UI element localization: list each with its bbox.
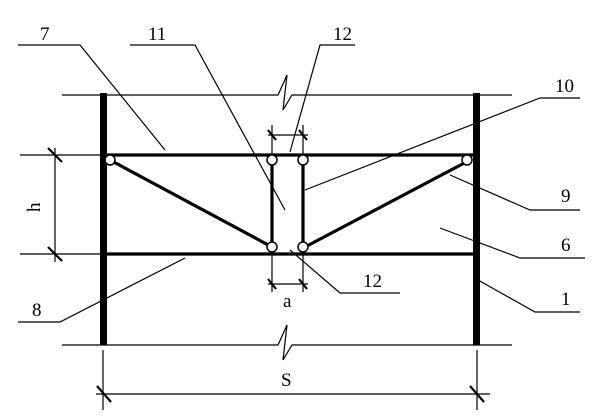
node-center-right-bottom	[297, 241, 309, 253]
node-center-left-top	[266, 154, 278, 166]
leader-lines	[18, 44, 585, 323]
node-center-right-top	[297, 154, 309, 166]
dimension-h	[20, 147, 100, 262]
bottom-break-line	[62, 324, 512, 361]
right-post	[473, 93, 480, 345]
dimension-a-top	[267, 125, 308, 154]
label-9: 9	[561, 186, 571, 207]
dimension-a-bottom	[267, 255, 308, 292]
top-break-line	[62, 74, 512, 111]
label-8: 8	[32, 300, 42, 321]
label-12-top: 12	[333, 24, 352, 45]
dimension-s	[96, 350, 490, 410]
label-11: 11	[148, 24, 166, 45]
label-s: S	[281, 370, 292, 391]
label-12-bottom: 12	[363, 271, 382, 292]
node-left-top	[104, 154, 116, 166]
node-center-left-bottom	[266, 241, 278, 253]
left-post	[100, 93, 107, 345]
label-6: 6	[561, 235, 571, 256]
label-7: 7	[40, 24, 50, 45]
label-1: 1	[561, 289, 571, 310]
label-10: 10	[555, 76, 574, 97]
right-diagonal	[304, 158, 471, 249]
label-a: a	[283, 291, 292, 312]
label-h: h	[24, 202, 45, 212]
left-diagonal	[109, 158, 273, 249]
node-right-top	[461, 154, 473, 166]
